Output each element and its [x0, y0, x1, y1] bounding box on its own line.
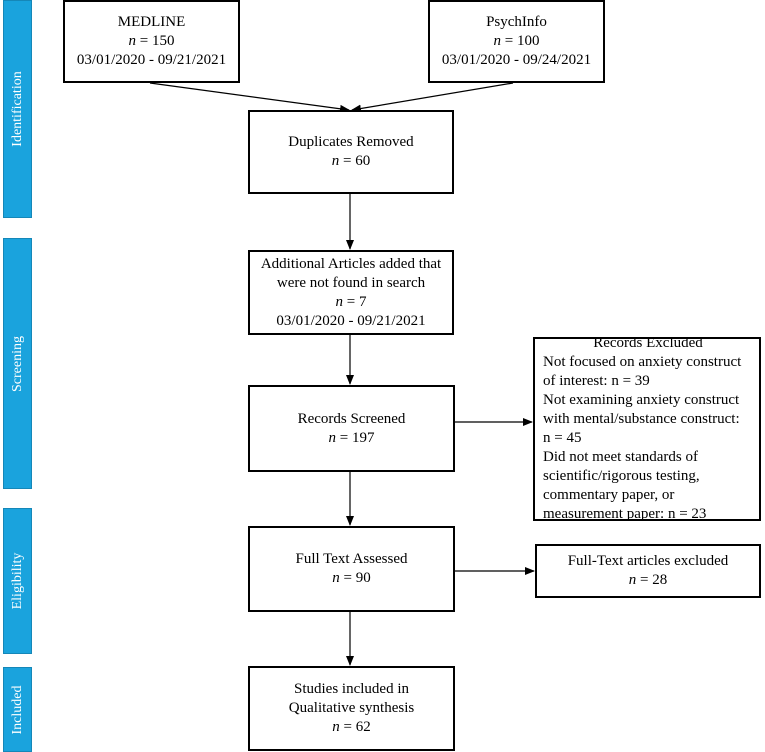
- excluded-line: of interest: n = 39: [543, 373, 650, 389]
- arrow-medline-to-duplicates: [149, 82, 350, 113]
- records-screened-box: Records Screened n = 197: [248, 385, 455, 472]
- excluded-line: Not focused on anxiety construct: [543, 354, 742, 370]
- included-count: n = 62: [332, 719, 371, 735]
- psychinfo-box: PsychInfo n = 100 03/01/2020 - 09/24/202…: [428, 0, 605, 83]
- excluded-line: n = 45: [543, 430, 582, 446]
- excluded-line: with mental/substance construct:: [543, 411, 740, 427]
- full-text-assessed-box: Full Text Assessed n = 90: [248, 526, 455, 612]
- records-excluded-box: Records Excluded Not focused on anxiety …: [533, 335, 761, 522]
- arrow-psychinfo-to-duplicates: [351, 82, 514, 113]
- psychinfo-title: PsychInfo: [486, 14, 547, 30]
- phase-eligibility: Eligibility: [3, 508, 32, 654]
- additional-articles-box: Additional Articles added that were not …: [248, 250, 454, 335]
- excluded-line: Did not meet standards of: [543, 449, 698, 465]
- phase-screening: Screening: [3, 238, 32, 489]
- duplicates-box: Duplicates Removed n = 60: [248, 110, 454, 194]
- included-line-2: Qualitative synthesis: [288, 700, 415, 716]
- duplicates-count: n = 60: [331, 153, 371, 169]
- screened-count: n = 197: [328, 429, 375, 446]
- medline-dates: 03/01/2020 - 09/21/2021: [76, 52, 227, 68]
- phase-included: Included: [3, 667, 32, 752]
- excluded-line: commentary paper, or: [543, 487, 675, 503]
- duplicates-title: Duplicates Removed: [288, 134, 414, 150]
- excluded-title: Records Excluded: [593, 335, 703, 351]
- additional-line-1: Additional Articles added that: [260, 255, 442, 272]
- included-line-1: Studies included in: [294, 681, 409, 697]
- fulltext-title: Full Text Assessed: [295, 551, 408, 567]
- additional-count: n = 7: [335, 293, 367, 310]
- fulltext-excluded-title: Full-Text articles excluded: [567, 553, 729, 569]
- psychinfo-count: n = 100: [493, 33, 540, 49]
- fulltext-excluded-count: n = 28: [628, 572, 668, 588]
- psychinfo-dates: 03/01/2020 - 09/24/2021: [441, 52, 592, 68]
- screened-title: Records Screened: [297, 410, 406, 427]
- excluded-line: scientific/rigorous testing,: [543, 468, 700, 484]
- medline-count: n = 150: [128, 33, 175, 49]
- studies-included-box: Studies included in Qualitative synthesi…: [248, 666, 455, 751]
- additional-dates: 03/01/2020 - 09/21/2021: [276, 312, 426, 329]
- excluded-line: Not examining anxiety construct: [543, 392, 740, 408]
- fulltext-count: n = 90: [332, 570, 371, 586]
- full-text-excluded-box: Full-Text articles excluded n = 28: [535, 544, 761, 598]
- medline-title: MEDLINE: [117, 14, 186, 30]
- medline-box: MEDLINE n = 150 03/01/2020 - 09/21/2021: [63, 0, 240, 83]
- additional-line-2: were not found in search: [276, 274, 426, 291]
- phase-identification: Identification: [3, 0, 32, 218]
- excluded-line: measurement paper: n = 23: [543, 506, 707, 522]
